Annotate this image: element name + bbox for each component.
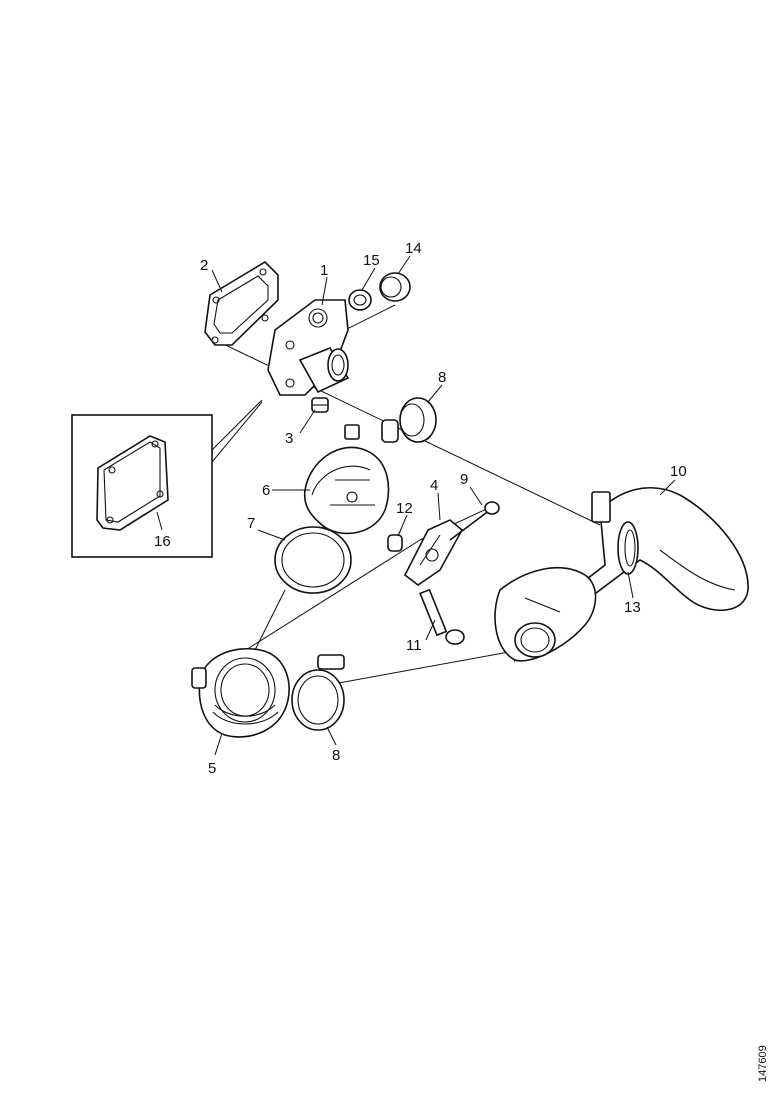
inset-detail-box (71, 399, 263, 558)
part-13-pipe-clamp (591, 491, 639, 575)
part-15-nut (348, 289, 372, 311)
callout-1: 1 (320, 262, 328, 279)
callout-13: 13 (624, 599, 641, 616)
callout-4: 4 (430, 477, 438, 494)
callout-2: 2 (200, 257, 208, 274)
part-7-o-ring (274, 526, 352, 594)
callout-leaders (156, 255, 676, 756)
part-6-housing (303, 424, 390, 535)
callout-3: 3 (285, 430, 293, 447)
part-1-flange-elbow (267, 299, 350, 396)
part-12-sleeve (387, 534, 403, 552)
part-5-clamp-ring (191, 648, 290, 738)
callout-11: 11 (406, 637, 422, 654)
figure-reference-number: 147609 (757, 1045, 769, 1082)
part-8-upper-clamp (381, 397, 437, 443)
callout-16: 16 (154, 533, 171, 550)
part-2-cover-plate (204, 260, 279, 346)
part-4-bracket (403, 519, 464, 586)
callout-9: 9 (460, 471, 468, 488)
part-14-cap (379, 272, 411, 302)
callout-6: 6 (262, 482, 270, 499)
callout-10: 10 (670, 463, 687, 480)
callout-8-upper: 8 (438, 369, 446, 386)
callout-15: 15 (363, 252, 380, 269)
callout-14: 14 (405, 240, 422, 257)
part-11-bolt (419, 588, 465, 645)
callout-12: 12 (396, 500, 413, 517)
part-9-bolt (449, 501, 500, 541)
callout-7: 7 (247, 515, 255, 532)
part-3-plug (311, 397, 329, 413)
part-10-exhaust-pipe (494, 487, 749, 663)
callout-labels: 1 2 3 4 5 6 7 8 8 9 10 11 12 13 14 15 16 (154, 240, 687, 777)
part-16-block-off-plate (96, 435, 169, 531)
callout-8-lower: 8 (332, 747, 340, 764)
part-8-lower-clamp (291, 654, 345, 731)
callout-5: 5 (208, 760, 216, 777)
